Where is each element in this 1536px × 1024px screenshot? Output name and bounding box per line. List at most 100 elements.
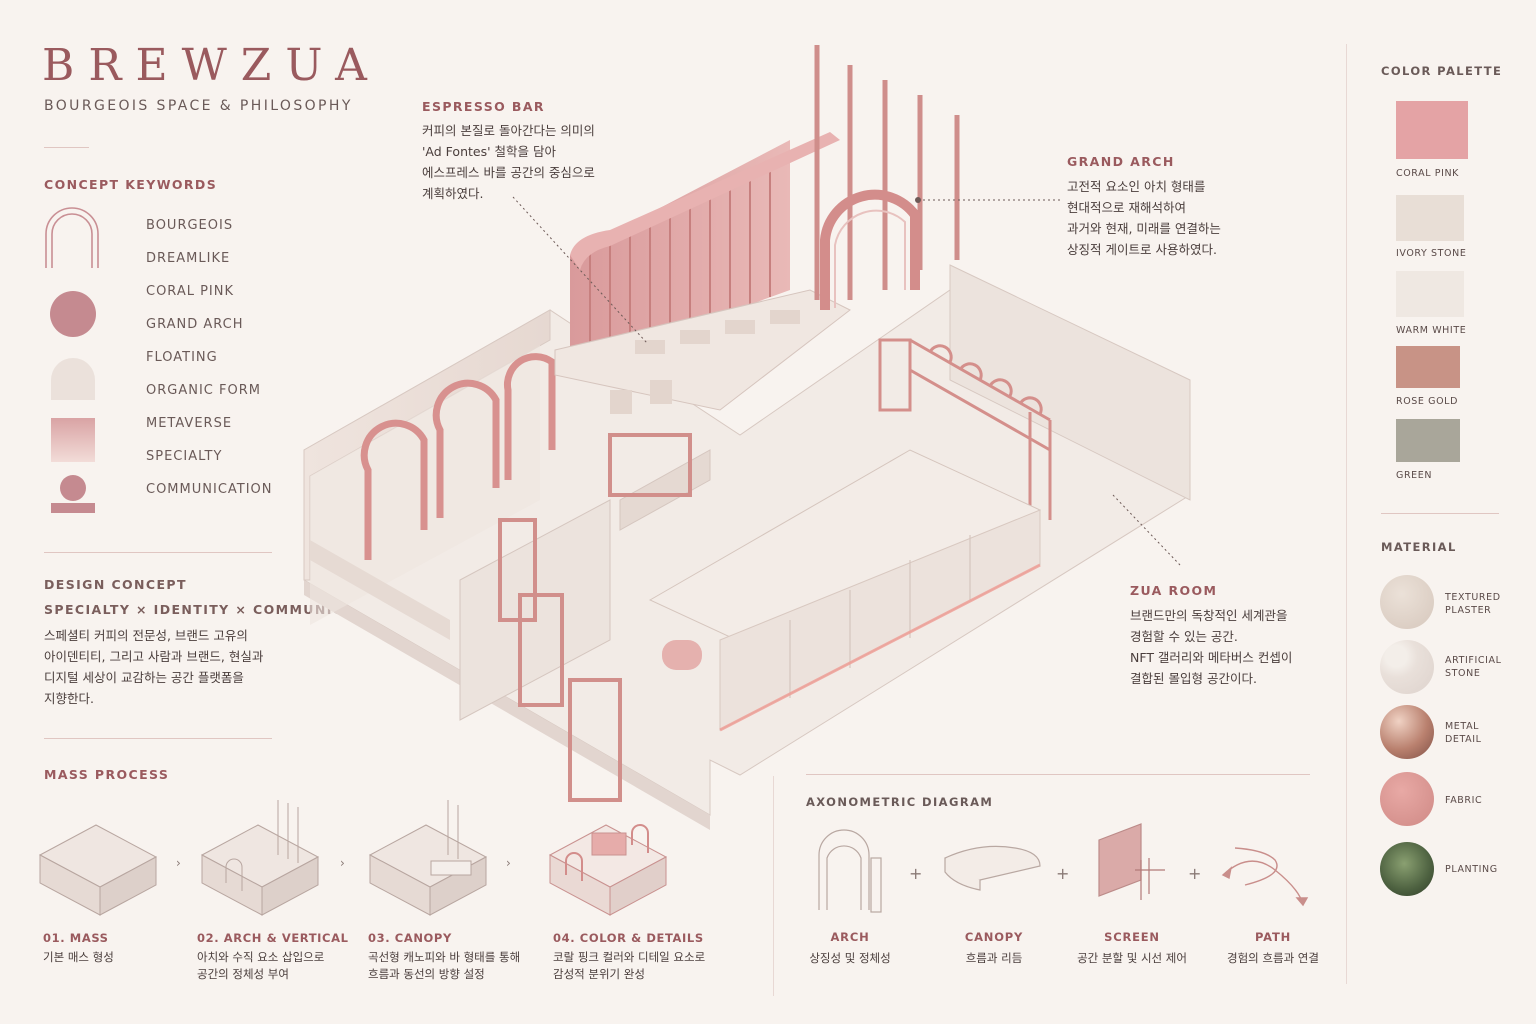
keyword-list: BOURGEOIS DREAMLIKE CORAL PINK GRAND ARC… bbox=[146, 218, 273, 515]
text-line: 결합된 몰입형 공간이다. bbox=[1130, 671, 1257, 686]
plus-icon: + bbox=[909, 864, 923, 883]
keyword-item: DREAMLIKE bbox=[146, 251, 231, 266]
material-heading: MATERIAL bbox=[1381, 540, 1457, 554]
plus-icon: + bbox=[1056, 864, 1070, 883]
fabric-texture-icon bbox=[1380, 772, 1434, 826]
keyword-item: COMMUNICATION bbox=[146, 482, 273, 497]
mass-process-heading: MASS PROCESS bbox=[44, 767, 170, 782]
axo-item-desc: 상징성 및 정체성 bbox=[809, 951, 891, 965]
swatch-warm-white bbox=[1396, 271, 1464, 317]
text-line: 경험할 수 있는 공간. bbox=[1130, 629, 1238, 644]
plaster-texture-icon bbox=[1380, 575, 1434, 629]
step-title: 04. COLOR & DETAILS bbox=[553, 931, 704, 945]
text-line: 아이덴티티, 그리고 사람과 브랜드, 현실과 bbox=[44, 649, 264, 664]
right-column-divider bbox=[1346, 44, 1347, 984]
screen-element-icon bbox=[1098, 823, 1165, 900]
material-label-line: STONE bbox=[1445, 668, 1481, 679]
vertical-rods bbox=[814, 45, 960, 300]
plant-texture-icon bbox=[1380, 842, 1434, 896]
material-label-line: FABRIC bbox=[1445, 795, 1483, 806]
text-line: NFT 갤러리와 메타버스 컨셉이 bbox=[1130, 650, 1293, 665]
grand-arch bbox=[820, 189, 920, 310]
axo-item-arch: ARCH 상징성 및 정체성 bbox=[785, 930, 915, 966]
mass-step-2: 02. ARCH & VERTICAL 아치와 수직 요소 삽입으로 공간의 정… bbox=[197, 931, 367, 983]
section-divider bbox=[44, 552, 272, 553]
axo-item-title: PATH bbox=[1254, 930, 1292, 944]
arrow-icon: › bbox=[506, 856, 511, 870]
bar-seating bbox=[610, 310, 800, 414]
axo-item-desc: 경험의 흐름과 연결 bbox=[1227, 951, 1319, 965]
axo-item-title: ARCH bbox=[830, 930, 870, 944]
material-label-line: DETAIL bbox=[1445, 734, 1482, 745]
swatch-green bbox=[1396, 419, 1460, 462]
canopy-element-icon bbox=[944, 845, 1041, 891]
axo-item-desc: 공간 분할 및 시선 제어 bbox=[1077, 951, 1187, 965]
espresso-slats bbox=[589, 160, 771, 362]
axo-heading: AXONOMETRIC DIAGRAM bbox=[806, 795, 994, 809]
leader-lines bbox=[512, 196, 1181, 566]
zua-bench-seams bbox=[789, 535, 971, 698]
material-divider bbox=[1381, 513, 1499, 514]
text-line: 지향한다. bbox=[44, 691, 94, 706]
espresso-back-wall bbox=[570, 140, 790, 370]
step-title: 03. CANOPY bbox=[368, 931, 452, 945]
arrow-icon: › bbox=[176, 856, 181, 870]
material-label-line: PLASTER bbox=[1445, 605, 1492, 616]
text-line: 커피의 본질로 돌아간다는 의미의 bbox=[422, 123, 595, 138]
swatch-coral-pink bbox=[1396, 101, 1468, 159]
axo-item-title: CANOPY bbox=[964, 930, 1024, 944]
text-line: 'Ad Fontes' 철학을 담아 bbox=[422, 144, 556, 159]
espresso-bar-title: ESPRESSO BAR bbox=[422, 99, 545, 114]
communication-icon bbox=[51, 475, 95, 513]
keyword-item: METAVERSE bbox=[146, 416, 233, 431]
swatch-label: ROSE GOLD bbox=[1396, 396, 1458, 407]
keyword-item: SPECIALTY bbox=[146, 449, 223, 464]
mass-step-4-diagram bbox=[548, 824, 668, 916]
axo-item-screen: SCREEN 공간 분할 및 시선 제어 bbox=[1067, 930, 1197, 966]
text-line: 고전적 요소인 아치 형태를 bbox=[1067, 179, 1206, 194]
section-divider bbox=[44, 738, 272, 739]
zua-room-title: ZUA ROOM bbox=[1130, 583, 1218, 598]
text-line: 계획하였다. bbox=[422, 186, 484, 201]
design-concept-text: 스페셜티 커피의 전문성, 브랜드 고유의 아이덴티티, 그리고 사람과 브랜드… bbox=[44, 625, 263, 709]
material-label: FABRIC bbox=[1445, 794, 1482, 807]
mass-step-4: 04. COLOR & DETAILS 코랄 핑크 컬러와 디테일 요소로 감성… bbox=[553, 931, 743, 983]
step-desc: 감성적 분위기 완성 bbox=[553, 967, 645, 981]
brand-title: BREWZUA bbox=[42, 40, 381, 91]
espresso-bar-text: 커피의 본질로 돌아간다는 의미의 'Ad Fontes' 철학을 담아 에스프… bbox=[422, 120, 595, 204]
swatch-label: IVORY STONE bbox=[1396, 248, 1467, 259]
partition-wall-2 bbox=[619, 449, 711, 531]
right-wall bbox=[949, 264, 1191, 501]
mass-process-diagrams: › › › bbox=[38, 800, 668, 916]
keyword-item: CORAL PINK bbox=[146, 284, 235, 299]
mass-step-1: 01. MASS 기본 매스 형성 bbox=[43, 931, 193, 966]
zua-led-strip bbox=[719, 563, 1041, 732]
keyword-icons bbox=[45, 207, 99, 513]
step-desc: 아치와 수직 요소 삽입으로 bbox=[197, 950, 325, 964]
swatch-label: GREEN bbox=[1396, 470, 1433, 481]
design-concept-subheading: SPECIALTY × IDENTITY × COMMUNICATION bbox=[44, 602, 394, 617]
design-concept-heading: DESIGN CONCEPT bbox=[44, 577, 187, 592]
floor-edge bbox=[304, 580, 710, 830]
ivory-arch-icon bbox=[51, 358, 95, 400]
material-label-line: METAL bbox=[1445, 721, 1480, 732]
text-line: 상징적 게이트로 사용하였다. bbox=[1067, 242, 1217, 257]
coral-circle-icon bbox=[50, 291, 96, 337]
mass-step-3: 03. CANOPY 곡선형 캐노피와 바 형태를 통해 흐름과 동선의 방향 … bbox=[368, 931, 548, 983]
arrow-icon: › bbox=[340, 856, 345, 870]
plus-icon: + bbox=[1188, 864, 1202, 883]
material-label: TEXTURED PLASTER bbox=[1445, 591, 1501, 617]
step-desc: 코랄 핑크 컬러와 디테일 요소로 bbox=[553, 950, 706, 964]
axo-item-title: SCREEN bbox=[1104, 930, 1160, 944]
text-line: 현대적으로 재해석하여 bbox=[1067, 200, 1186, 215]
text-line: 스페셜티 커피의 전문성, 브랜드 고유의 bbox=[44, 628, 248, 643]
arch-railing bbox=[878, 338, 1052, 520]
text-line: 과거와 현재, 미래를 연결하는 bbox=[1067, 221, 1221, 236]
mass-step-3-diagram bbox=[368, 800, 488, 916]
arch-outline-icon bbox=[45, 207, 99, 268]
title-divider bbox=[44, 147, 89, 148]
espresso-canopy bbox=[570, 132, 840, 270]
leader-dot bbox=[915, 197, 921, 203]
material-label: PLANTING bbox=[1445, 863, 1498, 876]
axonometric-floorplan bbox=[303, 45, 1191, 830]
